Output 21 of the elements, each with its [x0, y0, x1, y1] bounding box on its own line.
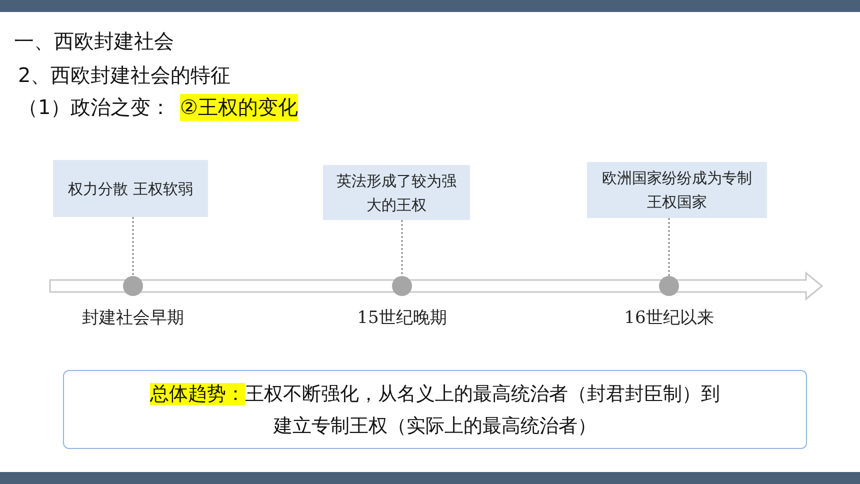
- leader-line: [668, 218, 670, 276]
- event-box: [587, 162, 767, 218]
- subsection-heading: 2、西欧封建社会的特征: [18, 62, 231, 89]
- highlighted-label: 总体趋势：: [150, 382, 245, 404]
- timeline-dot: [659, 276, 679, 296]
- event-text: 欧洲国家纷纷成为专制王权国家: [601, 168, 753, 213]
- period-label: 16世纪以来: [624, 307, 714, 329]
- section-heading: 一、西欧封建社会: [14, 28, 174, 55]
- event-text: 英法形成了较为强大的王权: [336, 170, 458, 216]
- timeline-dot: [392, 276, 412, 296]
- point-heading: （1）政治之变：: [18, 94, 171, 121]
- period-label: 封建社会早期: [82, 307, 184, 329]
- event-box: [323, 165, 470, 220]
- summary-text: 王权不断强化，从名义上的最高统治者（封君封臣制）到建立专制王权（实际上的最高统治者）: [245, 382, 720, 436]
- summary-box: [63, 370, 807, 449]
- timeline-dot: [123, 276, 143, 296]
- event-text: 权力分散 王权软弱: [68, 178, 193, 200]
- leader-line: [132, 216, 134, 276]
- period-label: 15世纪晚期: [357, 307, 447, 329]
- event-box: [53, 160, 208, 217]
- highlighted-heading: ②王权的变化: [180, 94, 298, 121]
